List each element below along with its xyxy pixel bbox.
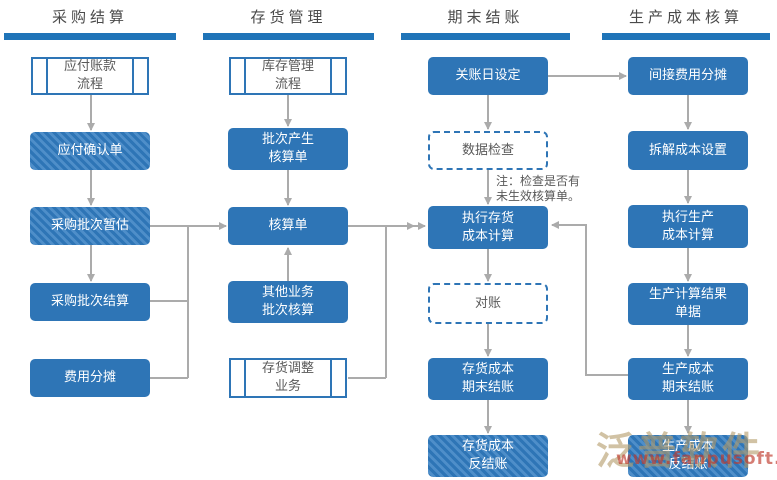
- node-warehouse-management-process: 库存管理 流程: [229, 57, 347, 95]
- column-header-production-cost-accounting: 生产成本核算: [628, 8, 743, 26]
- node-inventory-cost-reverse-closing: 存货成本 反结账: [428, 435, 548, 477]
- node-reconciliation: 对账: [428, 283, 548, 324]
- node-accounts-payable-process: 应付账款 流程: [31, 57, 149, 95]
- header-underline: [401, 33, 570, 40]
- header-underline: [203, 33, 374, 40]
- node-production-calc-result-doc: 生产计算结果 单据: [628, 283, 748, 325]
- node-disassembly-cost-setting: 拆解成本设置: [628, 131, 748, 170]
- node-production-cost-period-end-closing: 生产成本 期末结账: [628, 358, 748, 400]
- node-data-check: 数据检查: [428, 131, 548, 170]
- node-closing-date-setting: 关账日设定: [428, 57, 548, 95]
- node-purchase-batch-settlement: 采购批次结算: [30, 283, 150, 321]
- node-ap-confirmation-doc: 应付确认单: [30, 132, 150, 170]
- node-inventory-cost-period-end-closing: 存货成本 期末结账: [428, 358, 548, 400]
- header-underline: [602, 33, 770, 40]
- node-purchase-batch-estimate: 采购批次暂估: [30, 207, 150, 245]
- data-check-note: 注：检查是否有 未生效核算单。: [496, 174, 581, 203]
- node-indirect-expense-allocation: 间接费用分摊: [628, 57, 748, 95]
- node-execute-production-cost-calc: 执行生产 成本计算: [628, 205, 748, 248]
- node-other-business-batch-accounting: 其他业务 批次核算: [228, 281, 348, 323]
- column-header-inventory-management: 存货管理: [250, 8, 327, 26]
- watermark-url: www.fanpusoft.com: [616, 449, 777, 469]
- column-header-purchase-settlement: 采购结算: [51, 8, 128, 26]
- node-batch-generate-accounting-doc: 批次产生 核算单: [228, 128, 348, 170]
- node-expense-allocation: 费用分摊: [30, 359, 150, 397]
- node-execute-inventory-cost-calc: 执行存货 成本计算: [428, 206, 548, 249]
- header-underline: [4, 33, 176, 40]
- node-accounting-doc: 核算单: [228, 207, 348, 245]
- node-inventory-adjustment-business: 存货调整 业务: [229, 358, 347, 398]
- watermark-brand: 泛普软件: [596, 429, 765, 473]
- column-header-period-end-closing: 期末结账: [447, 8, 524, 26]
- node-production-cost-reverse-closing: 生产成本 反结账: [628, 435, 748, 477]
